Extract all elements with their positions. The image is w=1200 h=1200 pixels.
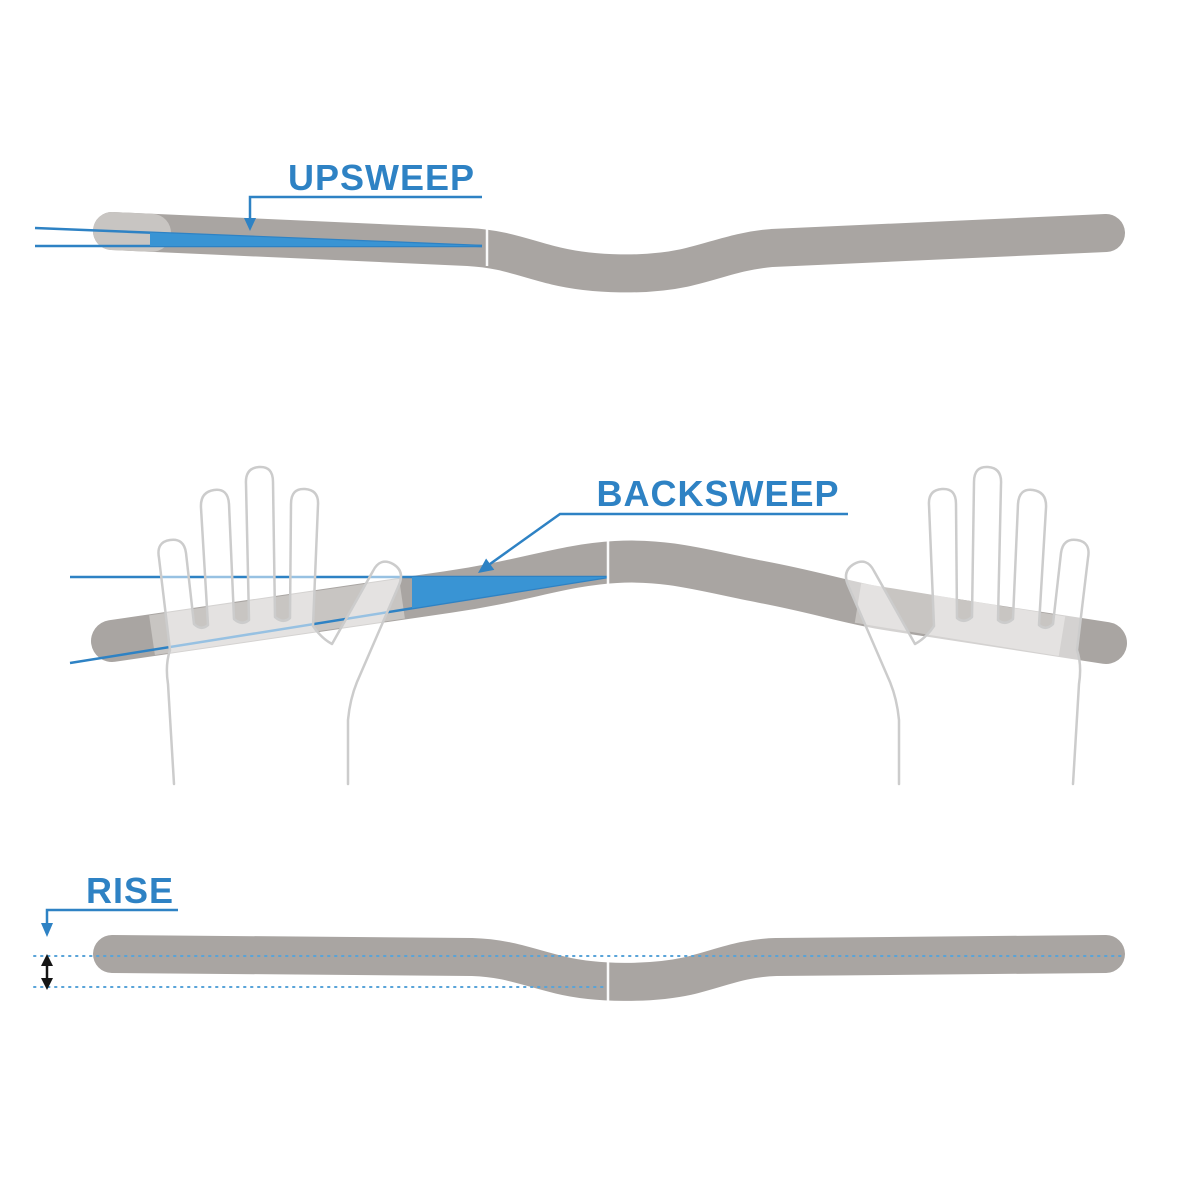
backsweep-arrow-icon: [478, 558, 495, 573]
upsweep-arrow-icon: [244, 218, 256, 231]
rise-arrow-icon: [41, 923, 53, 937]
rise-section: RISE: [33, 870, 1127, 1001]
handlebar-side-view: [93, 212, 1125, 293]
rise-leader-line: [45, 908, 178, 924]
hand-left-icon: [157, 465, 403, 786]
backsweep-axis-line: [69, 575, 609, 665]
backsweep-label: BACKSWEEP: [596, 473, 839, 514]
rise-measure-arrow-down-icon: [41, 978, 53, 990]
backsweep-section: BACKSWEEP: [69, 465, 1127, 786]
upsweep-angle-wedge: [150, 232, 482, 246]
handlebar-rise-view: [93, 935, 1125, 1001]
upsweep-leader-line: [248, 195, 482, 219]
rise-measure-arrow-up-icon: [41, 954, 53, 966]
hand-right-icon: [844, 465, 1090, 786]
backsweep-leader-line: [489, 512, 848, 566]
upsweep-label: UPSWEEP: [288, 157, 475, 198]
backsweep-angle-wedge: [412, 577, 608, 609]
upsweep-section: UPSWEEP: [34, 157, 1125, 293]
rise-label: RISE: [86, 870, 174, 911]
